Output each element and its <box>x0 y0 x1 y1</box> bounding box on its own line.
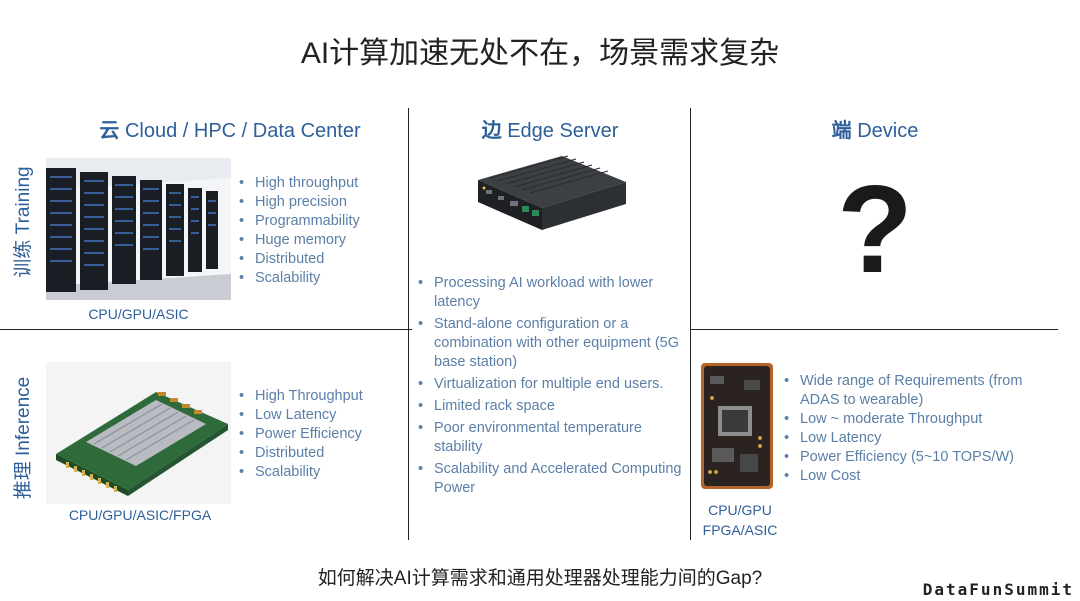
brand-logo-text: DataFunSummit <box>922 580 1074 599</box>
column-header-cloud-en: Cloud / HPC / Data Center <box>124 120 361 142</box>
column-header-edge-zh: 边 <box>481 120 502 142</box>
cloud-inference-bullets: High Throughput Low Latency Power Effici… <box>239 387 404 482</box>
list-item: Huge memory <box>239 231 399 250</box>
list-item: Programmability <box>239 212 399 231</box>
column-header-cloud: 云 Cloud / HPC / Data Center <box>60 114 400 143</box>
list-item: Stand-alone configuration or a combinati… <box>418 315 684 372</box>
device-inference-bullets: Wide range of Requirements (from ADAS to… <box>784 372 1054 486</box>
question-mark-icon: ? <box>837 161 913 299</box>
list-item: Power Efficiency (5~10 TOPS/W) <box>784 448 1054 467</box>
server-racks-image <box>46 158 231 300</box>
divider-vertical-left <box>408 108 409 540</box>
row-label-inference: 推理 Inference <box>13 376 34 500</box>
list-item: Distributed <box>239 444 404 463</box>
list-item: Processing AI workload with lower latenc… <box>418 274 684 312</box>
row-label-training: 训练 Training <box>13 166 34 278</box>
list-item: Wide range of Requirements (from ADAS to… <box>784 372 1054 410</box>
column-header-cloud-zh: 云 <box>99 120 120 142</box>
list-item: Low ~ moderate Throughput <box>784 410 1054 429</box>
cloud-training-caption: CPU/GPU/ASIC <box>88 306 189 322</box>
bottom-question: 如何解决AI计算需求和通用处理器处理能力间的Gap? <box>317 568 763 589</box>
column-header-device-en: Device <box>857 120 919 142</box>
divider-horizontal-left <box>0 329 412 330</box>
column-header-edge: 边 Edge Server <box>420 114 680 143</box>
list-item: High Throughput <box>239 387 404 406</box>
cloud-inference-caption: CPU/GPU/ASIC/FPGA <box>68 507 212 523</box>
embedded-module-image <box>700 362 774 490</box>
list-item: Virtualization for multiple end users. <box>418 375 684 394</box>
list-item: Distributed <box>239 250 399 269</box>
cloud-training-bullets: High throughput High precision Programma… <box>239 174 399 288</box>
list-item: Low Latency <box>239 406 404 425</box>
list-item: Scalability <box>239 269 399 288</box>
list-item: Poor environmental temperature stability <box>418 419 684 457</box>
list-item: Low Cost <box>784 467 1054 486</box>
list-item: Scalability and Accelerated Computing Po… <box>418 460 684 498</box>
list-item: Scalability <box>239 463 404 482</box>
edge-bullets: Processing AI workload with lower latenc… <box>418 274 684 501</box>
divider-vertical-right <box>690 108 691 540</box>
slide-title: AI计算加速无处不在，场景需求复杂 <box>300 37 780 70</box>
column-header-device-zh: 端 <box>831 120 852 142</box>
accelerator-card-image <box>46 362 231 504</box>
device-inference-caption: CPU/GPU FPGA/ASIC <box>690 500 790 540</box>
list-item: Low Latency <box>784 429 1054 448</box>
list-item: High precision <box>239 193 399 212</box>
column-header-edge-en: Edge Server <box>507 120 619 142</box>
list-item: Limited rack space <box>418 397 684 416</box>
divider-horizontal-right <box>690 329 1058 330</box>
list-item: High throughput <box>239 174 399 193</box>
column-header-device: 端 Device <box>760 114 990 143</box>
list-item: Power Efficiency <box>239 425 404 444</box>
device-caption-line2: FPGA/ASIC <box>702 522 778 538</box>
device-caption-line1: CPU/GPU <box>708 502 772 518</box>
edge-server-image <box>470 148 630 238</box>
